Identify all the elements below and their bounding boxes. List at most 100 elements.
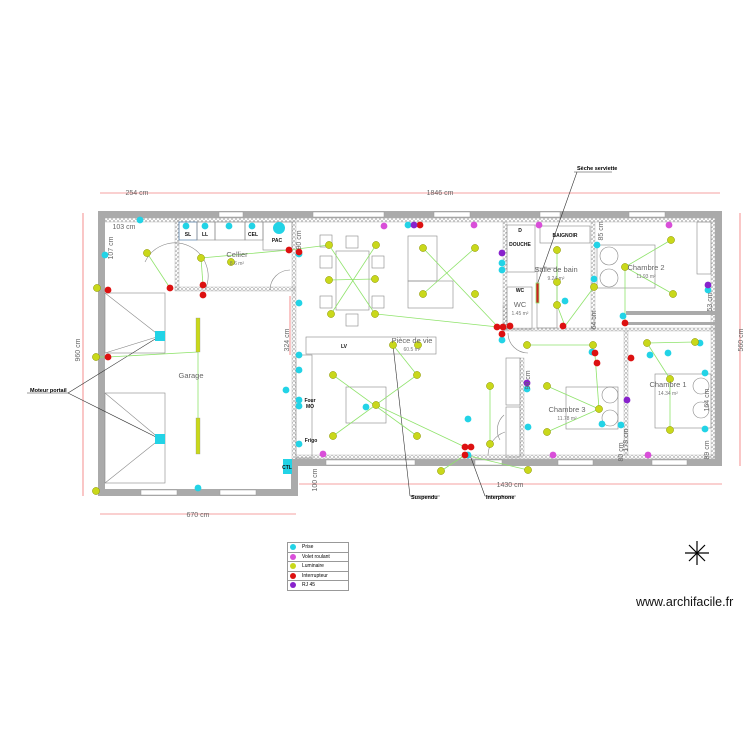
appliance-sl: SL	[185, 232, 191, 238]
dimension-left-height: 960 cm	[75, 338, 82, 361]
prise-point	[498, 266, 506, 274]
room-area-salle_de_bain: 9.24 m²	[548, 276, 565, 282]
luminaire-point	[371, 275, 379, 283]
luminaire-point	[372, 241, 380, 249]
appliance-d: D	[518, 228, 522, 234]
dimension-ch1-c: 164 cm	[704, 388, 711, 411]
prise-point	[523, 385, 531, 393]
luminaire-point	[329, 432, 337, 440]
legend-item: Luminaire	[288, 562, 348, 572]
legend-label: RJ 45	[302, 582, 316, 589]
prise-point	[619, 312, 627, 320]
appliance-cel: CEL	[248, 232, 258, 238]
pac-outlet	[273, 222, 285, 234]
callout-seche-serviette: Sèche serviette	[577, 166, 617, 172]
luminaire-point	[523, 341, 531, 349]
luminaire-point	[471, 290, 479, 298]
interrupteur-point	[591, 349, 599, 357]
dimension-cellier-h: 107 cm	[108, 236, 115, 259]
appliance-wc_label: WC	[516, 288, 525, 294]
dimension-wc-h: 64 cm	[591, 310, 598, 329]
legend-label: Interrupteur	[302, 572, 328, 579]
volet-roulant-point	[549, 451, 557, 459]
exterior-walls	[98, 211, 722, 496]
luminaire-point	[413, 432, 421, 440]
appliance-ctl: CTL	[282, 465, 292, 471]
rj45-point	[704, 281, 712, 289]
rj45-point	[623, 396, 631, 404]
appliance-pac: PAC	[272, 238, 283, 244]
room-name-piece_de_vie: Pièce de vie	[392, 336, 433, 345]
interrupteur-point	[593, 359, 601, 367]
dimension-bottom-garage: 670 cm	[187, 512, 210, 519]
dimension-bath-side: 85 cm	[598, 221, 605, 240]
interrupteur-point	[199, 291, 207, 299]
prise-point	[194, 484, 202, 492]
luminaire-point	[389, 341, 397, 349]
wire	[288, 244, 330, 251]
wire	[107, 351, 199, 358]
interrupteur-point	[285, 246, 293, 254]
prise-point	[101, 251, 109, 259]
interrupteur-point	[499, 323, 507, 331]
prise-point	[295, 351, 303, 359]
luminaire-point	[595, 405, 603, 413]
rj45-point	[498, 249, 506, 257]
prise-point	[524, 423, 532, 431]
luminaire-point	[666, 375, 674, 383]
volet-roulant-point	[644, 451, 652, 459]
wire	[375, 404, 466, 448]
appliance-four: Four	[304, 398, 315, 404]
dimension-right-height: 560 cm	[738, 328, 745, 351]
prise-point	[590, 275, 598, 283]
luminaire-point	[553, 301, 561, 309]
wire	[646, 341, 696, 344]
dimension-cellier-w: 103 cm	[113, 224, 136, 231]
room-area-chambre3: 11.78 m²	[557, 416, 577, 422]
appliance-ll: LL	[202, 232, 208, 238]
room-name-garage: Garage	[178, 371, 203, 380]
furniture	[104, 221, 712, 484]
legend-swatch	[290, 563, 296, 570]
luminaire-point	[471, 244, 479, 252]
appliance-mo: MO	[306, 404, 314, 410]
interrupteur-point	[621, 319, 629, 327]
room-area-chambre1: 14.34 m²	[658, 391, 678, 397]
wire	[200, 249, 290, 259]
callout-lines	[27, 171, 612, 497]
luminaire-point	[419, 244, 427, 252]
prise-point	[282, 386, 290, 394]
windows	[140, 211, 688, 496]
luminaire-point	[93, 284, 101, 292]
luminaire-point	[143, 249, 151, 257]
ctl-box	[283, 459, 292, 474]
appliance-lv: LV	[341, 344, 348, 350]
interrupteur-point	[559, 322, 567, 330]
luminaire-point	[486, 440, 494, 448]
luminaire-point	[524, 466, 532, 474]
prise-point	[248, 222, 256, 230]
luminaire-point	[92, 353, 100, 361]
wire	[328, 278, 376, 281]
luminaire-point	[543, 382, 551, 390]
prise-point	[295, 396, 303, 404]
rj45-point	[410, 221, 418, 229]
prise-point	[362, 403, 370, 411]
volet-roulant-point	[470, 221, 478, 229]
interrupteur-point	[104, 353, 112, 361]
interrupteur-point	[461, 443, 469, 451]
luminaire-point	[414, 341, 422, 349]
luminaire-point	[413, 371, 421, 379]
wire	[464, 454, 529, 471]
legend-item: Prise	[288, 543, 348, 553]
room-name-chambre1: Chambre 1	[649, 380, 686, 389]
led-strip	[195, 417, 201, 455]
prise-point	[664, 349, 672, 357]
luminaire-point	[372, 401, 380, 409]
watermark: www.archifacile.fr	[636, 595, 734, 609]
dimension-pac: 90 cm	[296, 230, 303, 249]
wire	[200, 257, 204, 286]
dimension-ch1-b: 80 cm	[618, 442, 625, 461]
